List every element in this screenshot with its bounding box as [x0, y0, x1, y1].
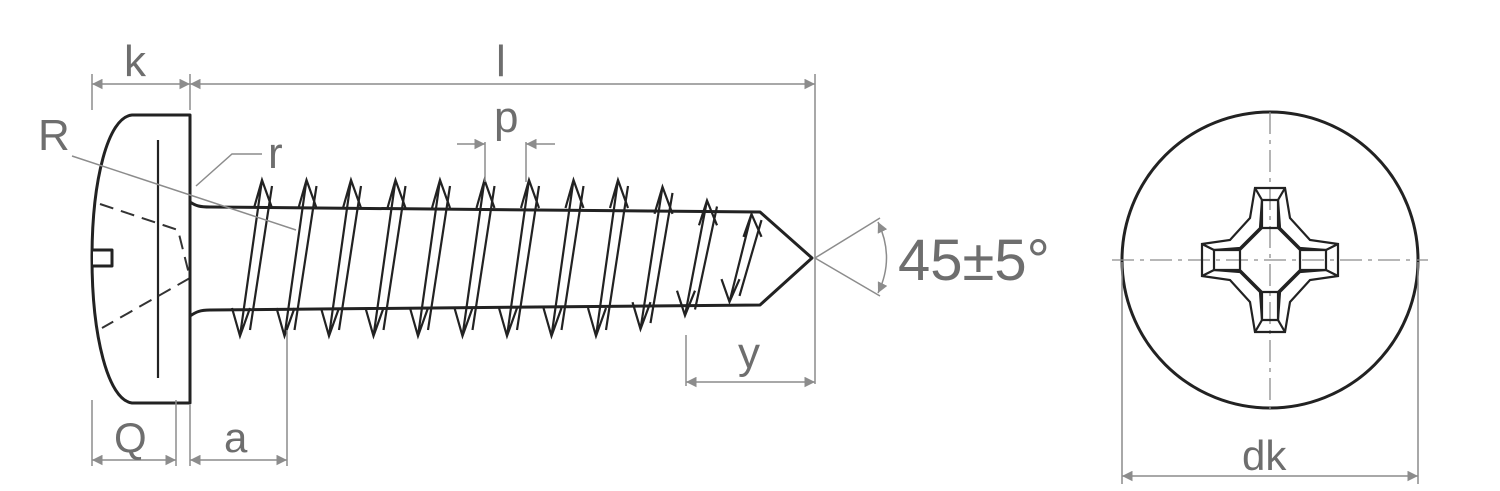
thread-crest — [631, 183, 674, 333]
thread-crest — [319, 176, 363, 340]
label-y: y — [738, 329, 760, 378]
thread-crest — [542, 176, 585, 340]
thread-flank — [426, 185, 452, 331]
dimension-Q — [91, 400, 177, 466]
dimension-p — [457, 138, 555, 182]
head-slot — [93, 248, 114, 268]
thread-flank — [471, 185, 496, 331]
dimension-angle — [814, 217, 888, 297]
top-view: dk — [1112, 110, 1428, 484]
thread-crest — [275, 176, 318, 340]
hidden-recess — [99, 203, 192, 329]
shank — [188, 200, 814, 318]
thread-flank — [560, 185, 585, 331]
thread-flank — [248, 185, 274, 331]
thread-crest — [364, 176, 407, 340]
label-r: r — [268, 129, 283, 178]
thread-flank — [738, 219, 763, 297]
R-leader — [71, 155, 297, 231]
dimension-y — [685, 335, 815, 388]
thread-crest — [497, 176, 541, 340]
thread-flank — [604, 185, 630, 331]
thread-flank — [515, 185, 541, 331]
label-Q: Q — [114, 414, 147, 461]
label-angle: 45±5° — [898, 228, 1050, 293]
label-R: R — [38, 111, 70, 160]
r-leader — [195, 153, 262, 187]
thread-crest — [408, 176, 452, 340]
dimension-l — [190, 74, 816, 384]
dimension-a — [189, 330, 288, 466]
label-a: a — [224, 414, 248, 461]
thread-flank — [693, 206, 719, 310]
phillips-recess-edges — [1201, 187, 1339, 333]
thread-flank — [382, 185, 407, 331]
thread-crest — [230, 176, 274, 340]
thread-flank — [649, 192, 674, 324]
label-l: l — [496, 37, 506, 86]
thread-crest — [586, 176, 630, 340]
label-p: p — [494, 93, 518, 142]
side-view: k l p R r 45±5° y Q a — [38, 37, 1050, 466]
label-k: k — [124, 37, 147, 86]
label-dk: dk — [1242, 432, 1287, 479]
dimension-dk — [1121, 262, 1419, 484]
thread-flank — [293, 185, 318, 331]
thread-flank — [337, 185, 363, 331]
